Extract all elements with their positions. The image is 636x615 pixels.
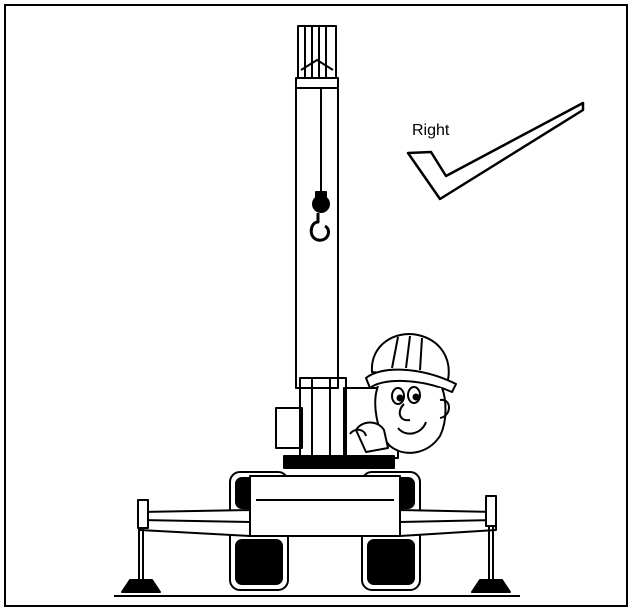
- boom: [295, 87, 339, 389]
- carrier-body: [249, 475, 401, 537]
- worker-with-hardhat: [349, 333, 457, 454]
- outrigger-right: [399, 495, 511, 593]
- boom-head: [295, 25, 339, 89]
- outrigger-left: [121, 499, 251, 593]
- checkmark-icon: [406, 101, 585, 201]
- hook-block: [309, 191, 330, 242]
- right-label: Right: [412, 122, 450, 139]
